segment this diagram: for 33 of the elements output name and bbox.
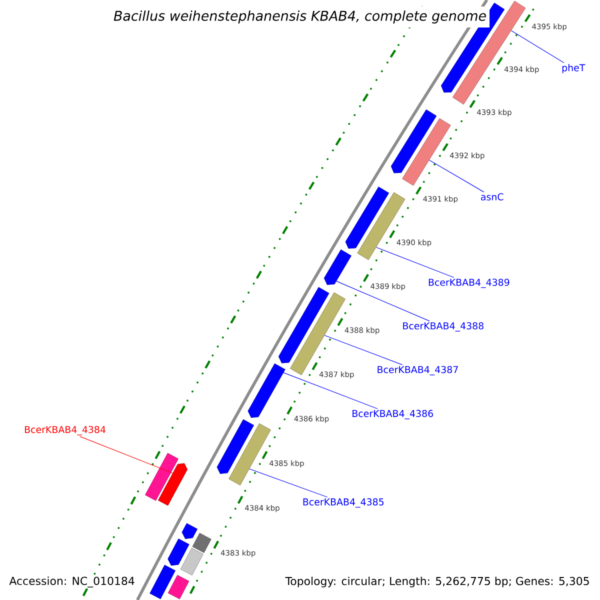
gene-block [168, 538, 190, 566]
gene-block [180, 548, 204, 576]
gene-block [216, 419, 254, 474]
gene-block [248, 363, 286, 418]
gene-block [228, 423, 271, 486]
gene-label: BcerKBAB4_4384 [25, 426, 106, 436]
gene-label: BcerKBAB4_4389 [428, 278, 510, 288]
leader-line [249, 468, 328, 498]
gene-label: BcerKBAB4_4388 [403, 322, 484, 332]
gene-block [158, 463, 188, 506]
leader-line [79, 436, 173, 474]
gene-block [182, 523, 198, 539]
title: Bacillus weihenstephanensis KBAB4, complete genome [110, 6, 490, 28]
gene-label: asnC [481, 193, 504, 200]
gene-block [278, 287, 330, 364]
leader-line [376, 247, 454, 278]
gene-label: BcerKBAB4_4385 [303, 498, 384, 508]
gene-block [192, 532, 212, 553]
gene-block [390, 109, 437, 174]
gene-label: BcerKBAB4_4386 [352, 410, 433, 420]
leader-line [282, 372, 378, 410]
gene-label: pheT [562, 64, 586, 74]
gene-block [324, 249, 352, 285]
gene-block [168, 574, 190, 600]
gene-block [345, 186, 390, 249]
leader-line [336, 280, 430, 322]
gene-block [145, 452, 178, 501]
gene-block [402, 118, 451, 186]
gene-block [150, 564, 176, 600]
gene-label: BcerKBAB4_4387 [378, 366, 458, 376]
footer-text: Topology: circular; Length: 5,262,775 bp; Genes: 5,305 [284, 576, 591, 588]
footer-text: Accession: NC_010184 [8, 576, 136, 588]
leader-line [324, 335, 403, 366]
